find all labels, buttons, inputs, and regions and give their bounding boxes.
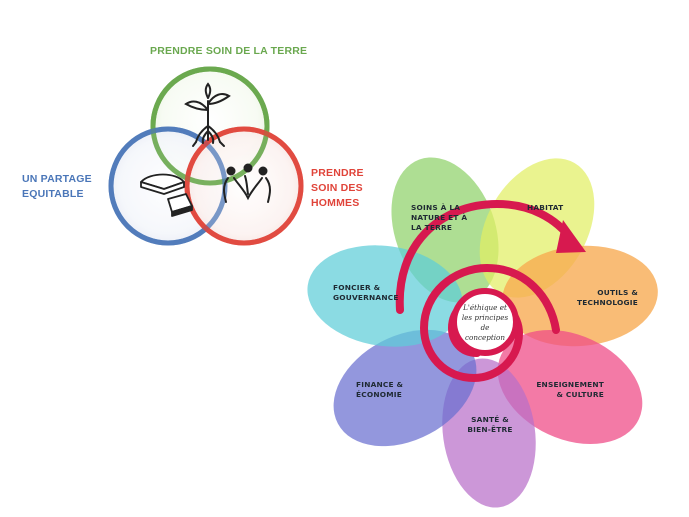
center-ethics-label: L'éthique et les principes de conception — [461, 303, 509, 342]
petal-finance — [333, 329, 477, 447]
people-care-label: PRENDRE SOIN DES HOMMES — [311, 167, 364, 209]
petal-outils-label: OUTILS & TECHNOLOGIE — [577, 288, 638, 307]
petal-finance-label: FINANCE & ÉCONOMIE — [356, 380, 404, 399]
petal-outils — [502, 245, 658, 347]
earth-care-label: PRENDRE SOIN DE LA TERRE — [150, 45, 308, 57]
petal-sante-label: SANTÉ & BIEN-ÊTRE — [467, 415, 513, 434]
petal-enseignement — [497, 329, 643, 445]
center-circle — [451, 288, 519, 356]
petal-habitat-label: HABITAT — [527, 203, 564, 212]
pie-slices-icon — [140, 173, 193, 217]
people-heart-icon — [223, 163, 271, 203]
tree-with-roots-icon — [184, 82, 231, 147]
petal-nature-label: SOINS À LA NATURE ET À LA TERRE — [411, 203, 468, 232]
venn-diagram — [108, 66, 304, 246]
petal-foncier-label: FONCIER & GOUVERNANCE — [333, 283, 399, 302]
petal-enseignement-label: ENSEIGNEMENT & CULTURE — [536, 380, 604, 399]
spiral-arrowhead — [556, 220, 586, 253]
flower-diagram — [307, 157, 658, 508]
fair-share-label: UN PARTAGE EQUITABLE — [22, 173, 92, 200]
